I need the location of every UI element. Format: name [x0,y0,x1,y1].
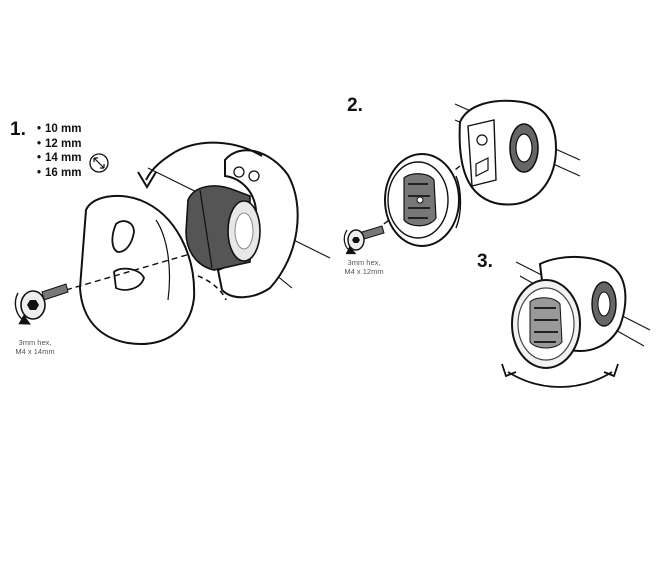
rubber-shim-insert [185,185,261,271]
hex-bolt-icon [343,225,385,255]
bolt-path-step1 [65,253,191,291]
step-2-number: 2. [347,95,363,116]
bolt-note-line: 3mm hex, [347,258,381,267]
assembled-mount [511,256,627,369]
resize-arrows-icon [89,153,109,173]
swivel-arrows-icon [501,363,619,388]
bolt-note-step1: 3mm hex, M4 x 14mm [10,338,60,356]
bolt-note-line: M4 x 14mm [15,347,55,356]
size-item: 14 mm [37,151,81,166]
rotate-arrow-icon [174,141,263,157]
bolt-note-line: M4 x 12mm [344,267,384,276]
bolt-note-step2: 3mm hex, M4 x 12mm [338,258,390,276]
handlebar-size-list: 10 mm 12 mm 14 mm 16 mm [37,122,81,180]
step-3-number: 3. [477,251,493,272]
size-item: 10 mm [37,122,81,137]
mounting-plate [384,153,462,247]
outfront-clamp [458,99,558,206]
bolt-note-line: 3mm hex, [18,338,52,347]
size-item: 12 mm [37,137,81,152]
hex-bolt-icon [14,283,69,325]
step-1-number: 1. [10,119,26,140]
size-item: 16 mm [37,166,81,181]
